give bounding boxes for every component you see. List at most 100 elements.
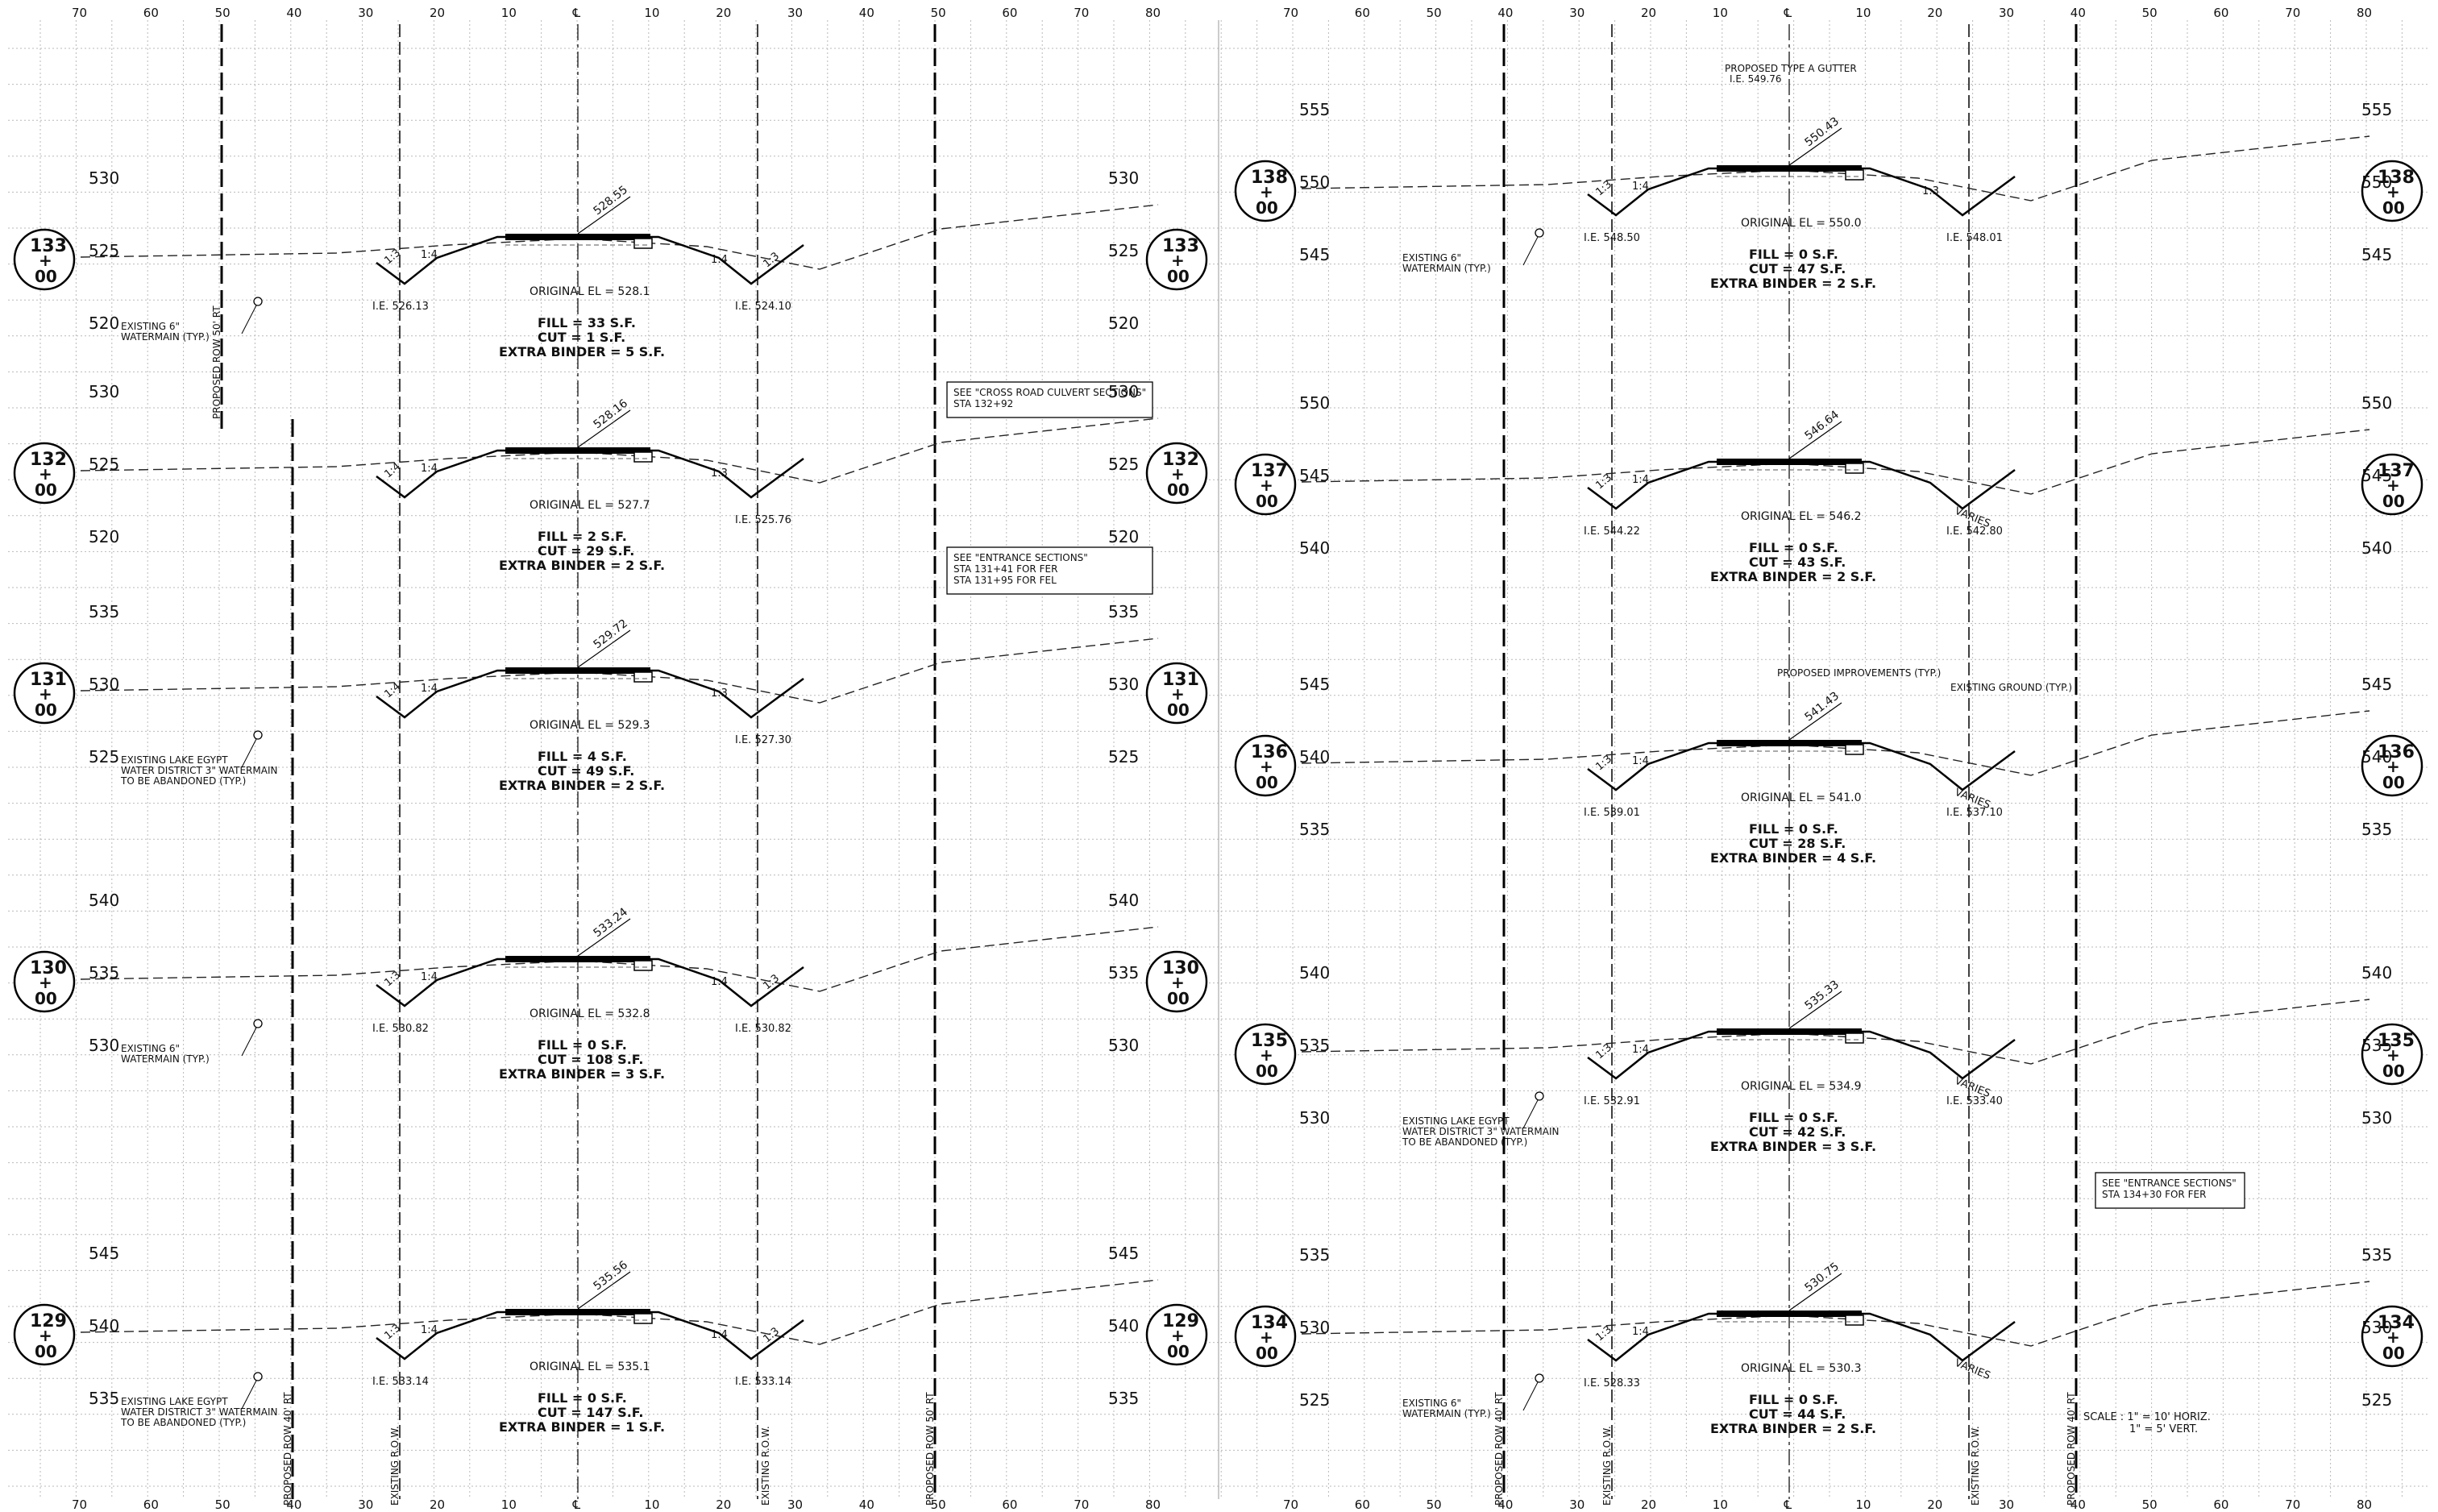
cut-quantity: CUT = 1 S.F. — [538, 330, 625, 345]
station-marker: 129+00 — [1145, 1303, 1208, 1366]
elevation-label-right: 555 — [2361, 100, 2392, 119]
elevation-label-right: 540 — [2361, 747, 2392, 766]
tick-bottom-left: 30 — [358, 1497, 373, 1512]
elevation-label-left: 540 — [89, 1316, 119, 1335]
existing-ground-line — [80, 417, 1159, 484]
station-number: 131 — [30, 670, 67, 690]
elevation-label-right: 520 — [1108, 314, 1139, 333]
elevation-label-right: 535 — [1108, 963, 1139, 982]
station-number: 134 — [2378, 1313, 2415, 1333]
cut-quantity: CUT = 49 S.F. — [538, 763, 634, 779]
fill-quantity: FILL = 4 S.F. — [538, 749, 627, 764]
station-plus: + — [1260, 757, 1273, 776]
watermain-note: WATERMAIN (TYP.) — [121, 331, 210, 343]
tick-bottom-left: 80 — [1145, 1497, 1161, 1512]
watermain-note: WATERMAIN (TYP.) — [1402, 1408, 1491, 1419]
cut-quantity: CUT = 28 S.F. — [1749, 836, 1846, 851]
label-prop-row-50-right: PROPOSED ROW 50' RT — [924, 1392, 936, 1506]
original-elevation: ORIGINAL EL = 550.0 — [1741, 217, 1862, 230]
station-sub: 00 — [1256, 198, 1278, 218]
extra-binder-quantity: EXTRA BINDER = 2 S.F. — [499, 778, 665, 793]
tick-bottom-right: 20 — [1927, 1497, 1942, 1512]
station-sub: 00 — [35, 480, 57, 500]
station-number: 129 — [30, 1311, 67, 1331]
tick-top-right: 10 — [1713, 6, 1728, 20]
tick-bottom-right: 50 — [1427, 1497, 1442, 1512]
station-plus: + — [2386, 1045, 2400, 1065]
reference-box-text: SEE "ENTRANCE SECTIONS" — [2102, 1178, 2237, 1189]
note-leader — [1522, 1381, 1539, 1411]
slope-label: 1:4 — [711, 976, 728, 988]
station-plus: + — [1260, 182, 1273, 201]
elevation-label-left: 525 — [89, 241, 119, 260]
station-number: 130 — [30, 958, 67, 978]
station-marker: 135+00 — [1234, 1023, 1297, 1086]
elevation-label-left: 545 — [1299, 675, 1330, 694]
elevation-label-left: 535 — [89, 963, 119, 982]
invert-elevation-left: I.E. 539.01 — [1584, 807, 1640, 819]
tick-top-right: ℄ — [1784, 6, 1792, 20]
extra-binder-quantity: EXTRA BINDER = 5 S.F. — [499, 344, 665, 359]
tick-bottom-right: 50 — [2142, 1497, 2158, 1512]
invert-elevation-right: I.E. 533.14 — [735, 1376, 791, 1388]
fill-quantity: FILL = 0 S.F. — [1749, 1392, 1838, 1407]
reference-box-text: STA 132+92 — [953, 398, 1013, 409]
station-plus: + — [1171, 251, 1185, 270]
tick-bottom-right: 30 — [1999, 1497, 2014, 1512]
elevation-label-left: 525 — [1299, 1390, 1330, 1410]
fill-quantity: FILL = 33 S.F. — [538, 315, 636, 330]
elevation-label-right: 540 — [1108, 1316, 1139, 1335]
slope-label: 1:3 — [711, 467, 728, 480]
reference-box — [2095, 1172, 2245, 1209]
fill-quantity: FILL = 0 S.F. — [538, 1037, 627, 1053]
station-number: 132 — [30, 450, 67, 470]
slope-label: 1:3 — [1922, 185, 1939, 197]
reference-box — [946, 381, 1153, 418]
note-leader — [241, 305, 257, 334]
elevation-label-left: 520 — [89, 527, 119, 546]
tick-top-right: 30 — [1569, 6, 1584, 20]
tick-top-left: 60 — [143, 6, 159, 20]
watermain-symbol — [1535, 228, 1544, 238]
invert-elevation-right: I.E. 542.80 — [1946, 525, 2003, 538]
original-elevation: ORIGINAL EL = 541.0 — [1741, 791, 1862, 804]
invert-elevation-right: I.E. 537.10 — [1946, 807, 2003, 819]
station-sub: 00 — [1167, 700, 1190, 720]
tick-top-left: 50 — [931, 6, 946, 20]
reference-box-text: STA 131+41 FOR FER — [953, 563, 1057, 575]
tick-top-left: 40 — [859, 6, 874, 20]
watermain-note: EXISTING LAKE EGYPT — [1402, 1115, 1510, 1127]
tick-bottom-left: ℄ — [572, 1497, 581, 1512]
original-elevation: ORIGINAL EL = 527.7 — [530, 499, 650, 512]
slope-label: 1:4 — [1632, 474, 1649, 486]
existing-ground-line — [80, 926, 1159, 992]
station-number: 133 — [1162, 236, 1199, 256]
watermain-note: EXISTING LAKE EGYPT — [121, 1396, 228, 1407]
cut-quantity: CUT = 47 S.F. — [1749, 261, 1846, 276]
proposed-section — [376, 234, 804, 285]
tick-top-right: 80 — [2357, 6, 2372, 20]
tick-bottom-left: 70 — [1074, 1497, 1089, 1512]
fill-quantity: FILL = 2 S.F. — [538, 529, 627, 544]
fill-quantity: FILL = 0 S.F. — [1749, 247, 1838, 262]
tick-top-right: 70 — [1283, 6, 1298, 20]
label-existing-row-right: EXISTING R.O.W. — [760, 1426, 771, 1506]
tick-bottom-left: 10 — [644, 1497, 659, 1512]
elevation-label-right: 525 — [1108, 241, 1139, 260]
station-number: 137 — [1251, 461, 1288, 481]
tick-bottom-right: 60 — [2213, 1497, 2228, 1512]
tick-bottom-right: 70 — [1283, 1497, 1298, 1512]
elevation-label-right: 545 — [1108, 1244, 1139, 1263]
tick-bottom-left: 60 — [143, 1497, 159, 1512]
slope-label: 1:3 — [711, 687, 728, 700]
invert-elevation-left: I.E. 526.13 — [372, 301, 429, 313]
station-plus: + — [1260, 1045, 1273, 1065]
slope-label: 1:4 — [421, 249, 438, 261]
tick-top-left: 50 — [215, 6, 231, 20]
station-plus: + — [2386, 476, 2400, 495]
station-plus: + — [39, 1326, 52, 1345]
